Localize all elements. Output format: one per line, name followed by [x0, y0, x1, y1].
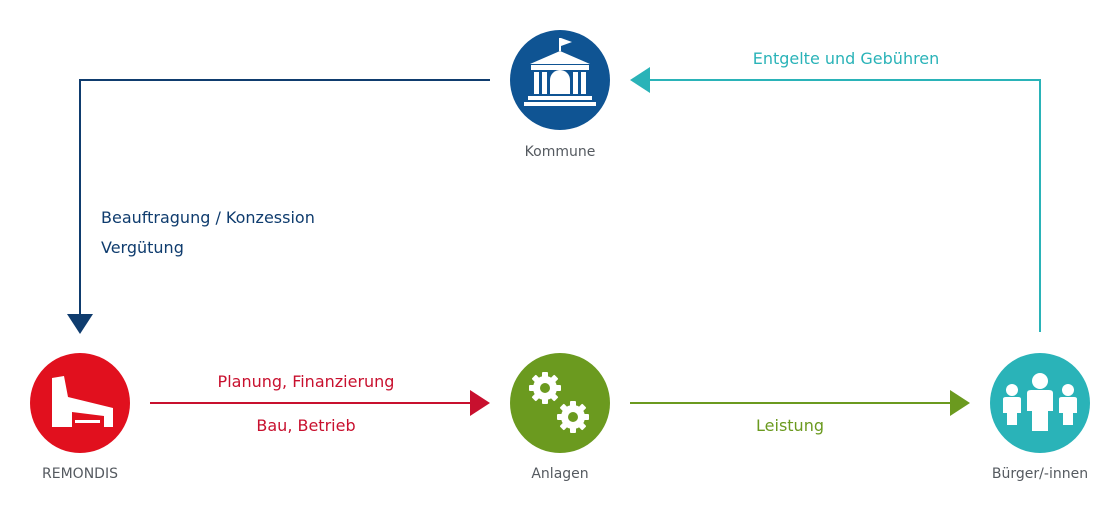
- kommune-node: [510, 30, 610, 130]
- gear-hole: [568, 412, 578, 422]
- buerger-label: Bürger/-innen: [991, 466, 1089, 482]
- kommune-label: Kommune: [524, 144, 596, 160]
- gears-icon: [529, 372, 589, 433]
- commission-arrow-head: [67, 314, 93, 334]
- town-hall-icon: [524, 38, 596, 106]
- gear-hole: [540, 383, 550, 393]
- fees-arrow-line: [648, 79, 1041, 332]
- planning-flow-label: Planung, Finanzierung: [217, 372, 395, 391]
- fees-flow-label: Entgelte und Gebühren: [752, 49, 940, 68]
- anlagen-circle: [510, 353, 610, 453]
- remondis-label: REMONDIS: [42, 466, 118, 482]
- construction-flow-label: Bau, Betrieb: [256, 416, 356, 435]
- remuneration-flow-label: Vergütung: [101, 238, 184, 257]
- service-flow-label: Leistung: [756, 416, 824, 435]
- service-arrow-head: [950, 390, 970, 416]
- people-icon: [1003, 373, 1077, 431]
- planning-arrow-head: [470, 390, 490, 416]
- remondis-node: [30, 353, 130, 453]
- commission-arrow-line: [79, 79, 490, 318]
- buerger-node: [990, 353, 1090, 453]
- anlagen-label: Anlagen: [531, 466, 589, 482]
- anlagen-node: [510, 353, 610, 453]
- fees-arrow-head: [630, 67, 650, 93]
- factory-icon: [52, 376, 113, 427]
- commission-flow-label: Beauftragung / Konzession: [101, 208, 315, 227]
